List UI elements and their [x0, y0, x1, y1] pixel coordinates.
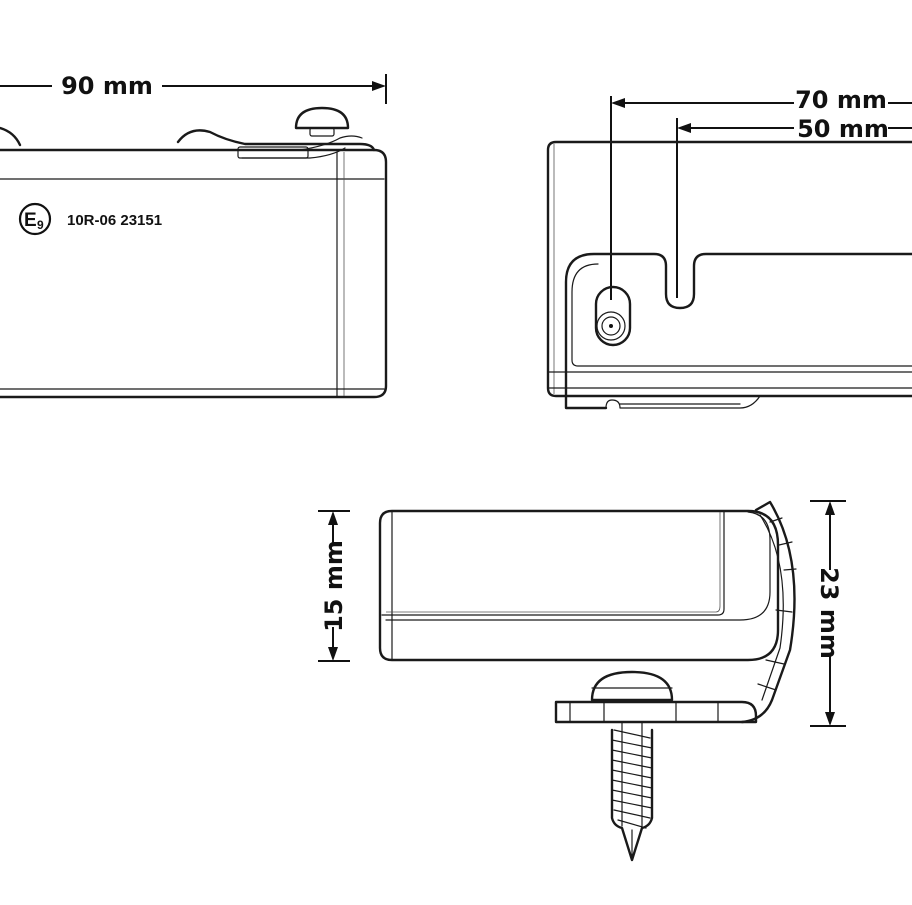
front-view: 90 mm E 9 10R-06 23151 — [0, 72, 388, 399]
total-height-dimension: 23 mm — [810, 500, 846, 727]
approval-code: 10R-06 23151 — [67, 212, 162, 229]
body-height-label: 15 mm — [320, 540, 348, 632]
e-mark-letter: E — [24, 210, 37, 231]
side-view: 15 mm 23 mm — [318, 500, 846, 862]
hole-spacing-outer-dimension: 70 mm — [610, 86, 912, 300]
e-mark-number: 9 — [37, 218, 44, 232]
back-view: 70 mm 50 mm — [546, 86, 912, 410]
total-height-label: 23 mm — [815, 567, 843, 659]
length-dimension: 90 mm — [0, 72, 387, 104]
hole-spacing-inner-label: 50 mm — [797, 115, 889, 143]
hole-spacing-inner-dimension: 50 mm — [676, 115, 912, 298]
hole-spacing-outer-label: 70 mm — [795, 86, 887, 114]
e-mark-circle — [18, 202, 52, 236]
body-height-dimension: 15 mm — [318, 510, 350, 662]
approval-mark: E 9 10R-06 23151 — [18, 202, 162, 236]
length-dimension-label: 90 mm — [61, 72, 153, 100]
